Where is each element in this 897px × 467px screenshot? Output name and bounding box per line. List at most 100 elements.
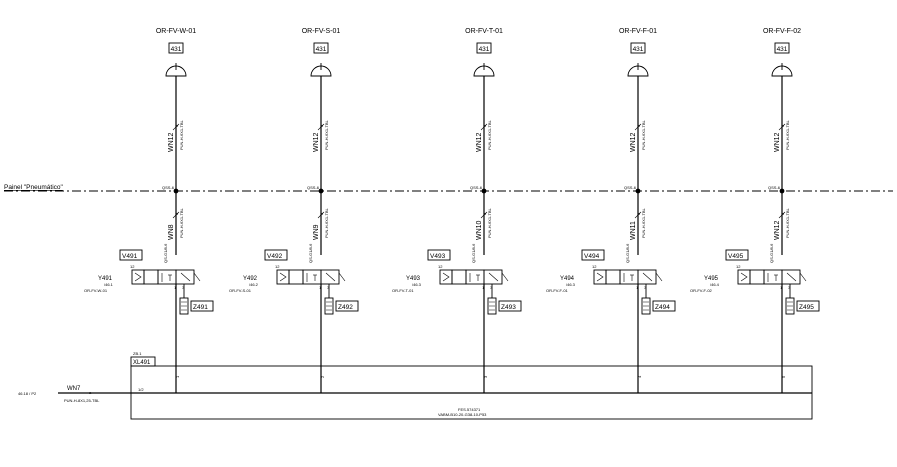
branch-number-box	[630, 42, 646, 54]
port-label-3: 3	[182, 285, 185, 290]
branch-number-box	[774, 42, 790, 54]
cable-label-lower: PUN-H-6X1-TBL	[785, 207, 790, 238]
actuator-dome	[627, 65, 649, 77]
branch-number: 431	[171, 46, 182, 53]
coil-label: Y495	[704, 276, 719, 282]
branch-number: 431	[316, 46, 327, 53]
muffler-symbol	[179, 297, 189, 315]
qss-junction	[779, 188, 785, 194]
coil-box	[737, 269, 751, 285]
spring-line	[655, 272, 663, 282]
coil-symbol	[740, 272, 748, 282]
coil-device: OR-FV-F-01	[546, 288, 569, 293]
valve-body-mid	[157, 269, 177, 285]
wire-tick-lower	[317, 211, 325, 219]
bus-box-top: ZB.1	[133, 351, 142, 356]
terminal-number: 2	[320, 375, 325, 378]
left-cable-label: PUN-H-8X1,25-TBL	[64, 398, 100, 403]
wire-sub-lower: a	[482, 212, 487, 215]
muffler-hatch	[489, 301, 495, 311]
wire-tick-upper	[634, 123, 642, 131]
actuator-dome	[310, 65, 332, 77]
spring-line	[799, 272, 807, 282]
coil-device: OR-FV-S-01	[229, 288, 252, 293]
left-wire-sub: a	[89, 390, 92, 395]
left-wire-label: WN7	[67, 386, 81, 392]
coil-symbol	[279, 272, 287, 282]
coil-box	[593, 269, 607, 285]
muffler-hatch	[326, 301, 332, 311]
coil-label: Y491	[98, 276, 113, 282]
flow-arrow-2	[325, 272, 336, 282]
cable-label-upper: PUN-H-6X1-TBL	[487, 119, 492, 150]
left-reference: 46.18 / P2	[18, 391, 37, 396]
wire-label-upper: WN12	[168, 132, 175, 152]
coil-device: OR-FV-W-01	[84, 288, 108, 293]
wire-sub-lower: a	[780, 212, 785, 215]
port-label-3: 3	[327, 285, 330, 290]
branch-number-box	[168, 42, 184, 54]
coil-label: Y493	[406, 276, 421, 282]
valve-tag-box	[264, 249, 288, 261]
flow-arrow-2	[180, 272, 191, 282]
wire-label-lower: WN11	[630, 221, 637, 240]
qss-junction	[481, 188, 487, 194]
left-terminal-label: 1/2	[138, 387, 144, 392]
wire-sub-upper: a	[780, 124, 785, 127]
bus-box-frame	[130, 356, 156, 367]
muffler-tag: Z492	[338, 304, 353, 311]
coil-box	[131, 269, 145, 285]
coil-label: Y494	[560, 276, 575, 282]
qss-junction	[318, 188, 324, 194]
qss-label: QSS-6	[470, 185, 483, 190]
wire-sub-lower: a	[636, 212, 641, 215]
cable-label-upper: PUN-H-6X1-TBL	[179, 119, 184, 150]
muffler-hatch	[643, 301, 649, 311]
bus-box-label: XL491	[133, 360, 151, 366]
bottom-text-2: VABM-B10-20-G38-10-P53	[438, 412, 487, 417]
cable-label-upper: PUN-H-6X1-TBL	[785, 119, 790, 150]
valve-body-right	[637, 269, 657, 285]
muffler-tag: Z493	[501, 304, 516, 311]
muffler-tag: Z494	[655, 304, 670, 311]
muffler-symbol	[487, 297, 497, 315]
muffler-tag-box	[190, 300, 214, 312]
wire-sub-upper: a	[174, 124, 179, 127]
valve-body-right	[483, 269, 503, 285]
port-label-12: 12	[130, 264, 135, 269]
valve-tag: V495	[728, 253, 744, 260]
terminal-number: 3	[483, 375, 488, 378]
wire-label-upper: WN12	[313, 132, 320, 152]
cable-label-lower: PUN-H-6X1-TBL	[179, 207, 184, 238]
port-label-12: 12	[736, 264, 741, 269]
connector-label: QS-G1/8-6	[308, 243, 313, 263]
muffler-tag: Z495	[799, 304, 814, 311]
coil-reference: /46.4	[710, 282, 720, 287]
valve-body-left	[451, 269, 467, 285]
valve-tag-box	[427, 249, 451, 261]
coil-reference: /46.2	[249, 282, 259, 287]
wire-label-upper: WN12	[476, 132, 483, 152]
wire-tick-upper	[778, 123, 786, 131]
valve-body-left	[605, 269, 621, 285]
muffler-tag-box	[335, 300, 359, 312]
coil-symbol	[134, 272, 142, 282]
muffler-tag-box	[652, 300, 676, 312]
wire-label-lower: WN9	[313, 224, 320, 240]
qss-junction	[173, 188, 179, 194]
wire-tick-upper	[480, 123, 488, 131]
valve-body-right	[781, 269, 801, 285]
qss-label: QSS-6	[624, 185, 637, 190]
qss-junction	[635, 188, 641, 194]
valve-body-mid	[465, 269, 485, 285]
branch-number-box	[476, 42, 492, 54]
wire-sub-lower: a	[174, 212, 179, 215]
coil-device: OR-FV-F-02	[690, 288, 713, 293]
valve-tag: V494	[584, 253, 600, 260]
muffler-symbol	[641, 297, 651, 315]
valve-tag-box	[581, 249, 605, 261]
muffler-symbol	[324, 297, 334, 315]
port-label-3: 3	[644, 285, 647, 290]
